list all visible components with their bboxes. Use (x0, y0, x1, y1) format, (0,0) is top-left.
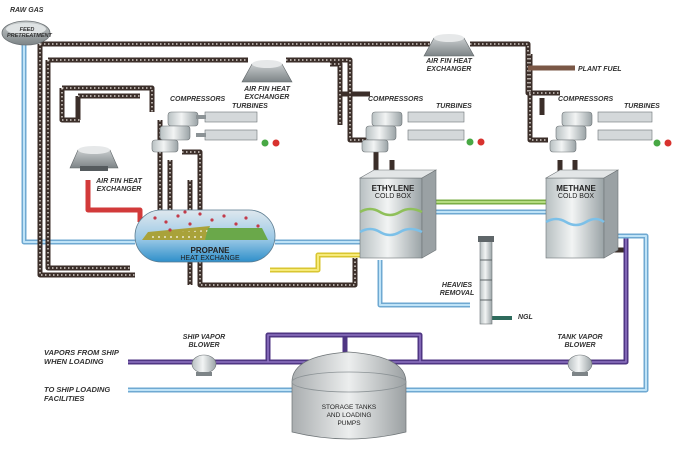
air-fin-exchanger-right (423, 34, 475, 57)
heavies-removal-label: HEAVIES REMOVAL (439, 282, 475, 297)
ship-vapor-blower-label: SHIP VAPOR BLOWER (182, 334, 226, 349)
status-lights-2 (466, 138, 485, 146)
ethylene-title: ETHYLENE (371, 184, 415, 193)
status-lights-1 (261, 139, 280, 147)
heavies-removal-column (478, 236, 494, 325)
tank-vapor-blower-label: TANK VAPOR BLOWER (557, 334, 603, 349)
propane-label: PROPANE HEAT EXCHANGE (180, 246, 240, 263)
feed-pretreatment-unit (1, 20, 51, 46)
turbines-label-3: TURBINES (624, 103, 660, 110)
methane-label: METHANE COLD BOX (550, 184, 602, 201)
status-lights-3 (653, 139, 672, 147)
ngl-label: NGL (518, 314, 533, 321)
propane-heat-exchanger (134, 209, 276, 263)
status-light-green-icon (653, 139, 661, 147)
compressor-group-propane (151, 111, 258, 153)
raw-gas-label: RAW GAS (10, 7, 44, 14)
tank-vapor-blower (567, 354, 593, 376)
compressor-group-methane (549, 111, 653, 153)
ship-vapor-blower (191, 354, 217, 376)
status-light-green-icon (466, 138, 474, 146)
turbines-label-1: TURBINES (232, 103, 268, 110)
compressors-label-3: COMPRESSORS (558, 96, 614, 103)
methane-title: METHANE (556, 184, 596, 193)
status-light-red-icon (664, 139, 672, 147)
refrigerant-loops (37, 41, 629, 350)
feed-pretreatment-label: FEED PRETREATMENT (7, 27, 52, 39)
compressor-group-ethylene (361, 111, 465, 153)
storage-tank (291, 351, 407, 440)
compressors-label-2: COMPRESSORS (368, 96, 424, 103)
vapors-from-ship-label: VAPORS FROM SHIP WHEN LOADING (44, 348, 119, 366)
methane-sub: COLD BOX (557, 193, 595, 200)
status-light-green-icon (261, 139, 269, 147)
air-fin-mid-label: AIR FIN HEAT EXCHANGER (244, 86, 290, 101)
compressors-label-1: COMPRESSORS (170, 96, 226, 103)
propane-sub: HEAT EXCHANGE (180, 255, 240, 262)
storage-tanks-label: STORAGE TANKS AND LOADING PUMPS (321, 404, 377, 427)
red-refrigerant-line (85, 180, 143, 222)
ethylene-label: ETHYLENE COLD BOX (366, 184, 420, 201)
methane-cold-box (544, 169, 620, 259)
propane-title: PROPANE (190, 246, 230, 255)
plant-fuel-label: PLANT FUEL (578, 66, 622, 73)
air-fin-right-label: AIR FIN HEAT EXCHANGER (426, 58, 472, 73)
ethylene-sub: COLD BOX (374, 193, 412, 200)
turbines-label-2: TURBINES (436, 103, 472, 110)
status-light-red-icon (477, 138, 485, 146)
status-light-red-icon (272, 139, 280, 147)
air-fin-left-label: AIR FIN HEAT EXCHANGER (96, 178, 142, 193)
to-ship-loading-label: TO SHIP LOADING FACILITIES (44, 385, 111, 403)
air-fin-exchanger-left (69, 146, 119, 171)
ethylene-cold-box (358, 169, 438, 259)
air-fin-exchanger-mid (241, 60, 293, 83)
